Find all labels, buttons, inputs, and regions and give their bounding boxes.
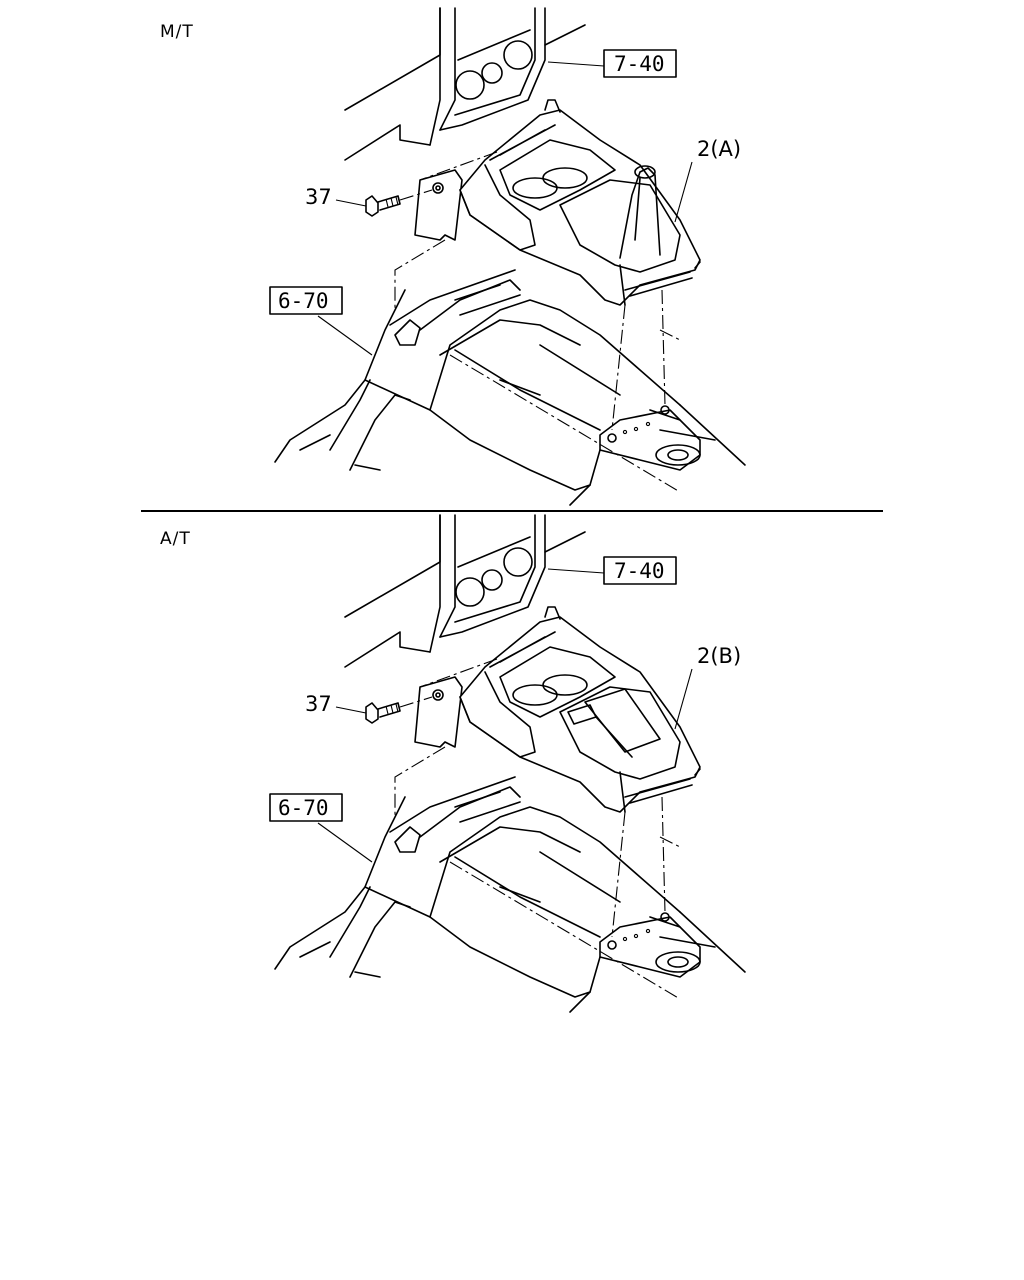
bolt-icon [365, 189, 433, 217]
callout-box-lower [269, 793, 343, 822]
side-bracket [414, 676, 463, 748]
leader-lower [317, 822, 373, 863]
console-drawing-mt: 7-40 2(A) 37 6-70 [269, 7, 746, 506]
leader-bracket [547, 61, 605, 67]
section-label-mt: M/T [160, 22, 194, 42]
callout-box-bracket [603, 49, 677, 78]
callout-bracket: 7-40 [614, 559, 665, 583]
automatic-transmission-diagram: A/T [0, 507, 1024, 1015]
callout-bolt: 37 [305, 185, 332, 209]
section-label-at: A/T [160, 529, 191, 549]
console-part [419, 99, 701, 306]
callout-box-lower [269, 286, 343, 315]
callout-lower: 6-70 [278, 796, 329, 820]
assembly-lines [394, 746, 681, 950]
leader-bolt [335, 706, 367, 714]
assembly-lines [394, 239, 681, 443]
instrument-panel [344, 514, 586, 668]
manual-transmission-diagram: M/T [0, 0, 1024, 508]
bolt-icon [365, 696, 433, 724]
callout-box-bracket [603, 556, 677, 585]
leader-bracket [547, 568, 605, 574]
callout-lower: 6-70 [278, 289, 329, 313]
callout-part: 2(B) [697, 644, 741, 668]
leader-part [674, 161, 693, 223]
section-divider [141, 510, 883, 512]
instrument-panel [344, 7, 586, 161]
console-part [419, 606, 701, 813]
callout-bracket: 7-40 [614, 52, 665, 76]
leader-bolt [335, 199, 367, 207]
callout-bolt: 37 [305, 692, 332, 716]
leader-part [674, 668, 693, 730]
side-bracket [414, 169, 463, 241]
selector-gate [567, 688, 661, 758]
floor-console [274, 269, 746, 506]
shift-boot [619, 165, 661, 259]
leader-lower [317, 315, 373, 356]
floor-console [274, 776, 746, 1013]
console-drawing-at: 7-40 2(B) 37 6-70 [269, 514, 746, 1013]
callout-part: 2(A) [697, 137, 741, 161]
